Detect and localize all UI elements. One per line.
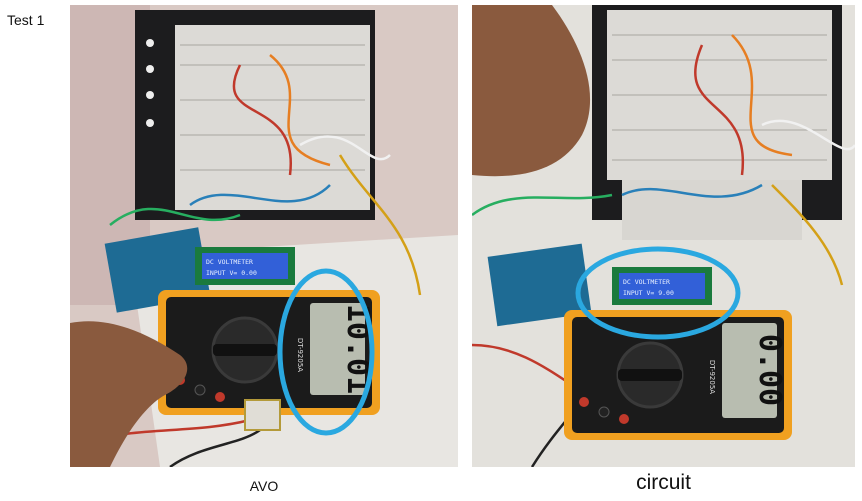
highlight-ellipse — [575, 246, 741, 340]
lcd-line-1: DC VOLTMETER — [623, 278, 670, 286]
circuit-photo: DC VOLTMETER INPUT V= 9.00 0.00 DT-9205A — [472, 5, 855, 467]
test-heading: Test 1 — [7, 12, 45, 28]
lcd-line-1: DC VOLTMETER — [206, 258, 253, 266]
lcd-line-2: INPUT V= 0.00 — [206, 269, 257, 277]
caption-avo: AVO — [249, 478, 279, 494]
meter-model: DT-9205A — [296, 338, 304, 372]
caption-circuit: circuit — [636, 471, 691, 494]
meter-model: DT-9205A — [708, 360, 716, 394]
lcd-line-2: INPUT V= 9.00 — [623, 289, 674, 297]
highlight-ellipse — [277, 268, 375, 436]
avo-photo: DC VOLTMETER INPUT V= 0.00 10.01 DT-9205… — [70, 5, 458, 467]
meter-reading: 0.00 — [752, 334, 787, 406]
